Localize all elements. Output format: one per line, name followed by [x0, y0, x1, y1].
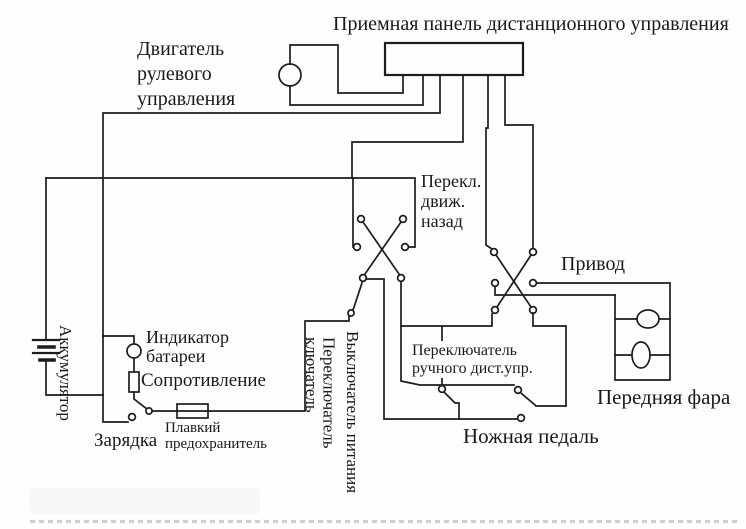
wire-drive-switch-feed-right — [504, 75, 534, 249]
fuse-label: Плавкий предохранитель — [165, 420, 267, 453]
fuse-symbol — [176, 403, 209, 419]
drive-motor-ellipse — [636, 309, 660, 329]
charging-switch-symbol — [127, 407, 153, 422]
foot-pedal-switch-symbol — [513, 385, 537, 423]
power-switch-label: Выключатель питания — [342, 331, 362, 494]
wire-drive-switch-to-pedal — [532, 312, 567, 407]
paper-smudge — [30, 488, 260, 514]
wire-motor-top — [289, 44, 404, 94]
battery-indicator-symbol — [126, 343, 142, 359]
reverse-switch-symbol — [352, 214, 410, 283]
wire-cross-link — [400, 313, 493, 327]
steering-motor-label: Двигатель рулевого управления — [137, 38, 236, 110]
battery-indicator-label: Индикатор батареи — [146, 327, 230, 366]
foot-pedal-label: Ножная педаль — [463, 424, 599, 448]
wire-left-bus — [102, 75, 441, 423]
hand-remote-switch-label: Переключатель ручного дист.упр. — [410, 341, 535, 379]
front-light-label: Передняя фара — [597, 385, 731, 409]
resistance-label: Сопротивление — [141, 370, 266, 392]
wire-battery-bottom — [45, 360, 104, 396]
wire-drive-left-rail-feed — [494, 286, 616, 296]
drive-unit-loads — [614, 309, 671, 369]
wire-drive-switch-feed-left — [485, 75, 494, 251]
panel-title-label: Приемная панель дистанционного управлени… — [333, 13, 729, 35]
wire-motor-bottom — [289, 75, 424, 106]
wire-upper-pedal-line — [400, 281, 515, 386]
drive-switch-symbol — [489, 247, 538, 315]
charging-label: Зарядка — [94, 430, 158, 451]
battery-symbol — [31, 338, 61, 362]
wire-fuse-to-power-switch — [207, 315, 350, 412]
charging-switch-blade — [133, 391, 149, 411]
front-light-ellipse — [631, 341, 651, 369]
drive-unit-box — [536, 282, 671, 381]
resistor-symbol — [128, 371, 140, 393]
reverse-switch-label: Перекл. движ. назад — [421, 171, 482, 231]
steering-motor-symbol — [278, 63, 302, 87]
drive-label: Привод — [561, 253, 626, 275]
hand-remote-switch-symbol — [437, 384, 460, 420]
wire-indicator-feed — [102, 335, 135, 345]
power-switch-symbol — [347, 281, 364, 317]
wire-lower-pedal-line — [365, 278, 518, 420]
wire-panel-feed — [351, 75, 464, 179]
key-switch-label: Переключатель ключатель — [301, 337, 339, 449]
wire-main-horizontal — [45, 177, 416, 248]
bottom-dotted-edge — [30, 520, 740, 523]
battery-label: Аккумулятор — [55, 325, 75, 421]
remote-panel-box — [383, 41, 525, 77]
